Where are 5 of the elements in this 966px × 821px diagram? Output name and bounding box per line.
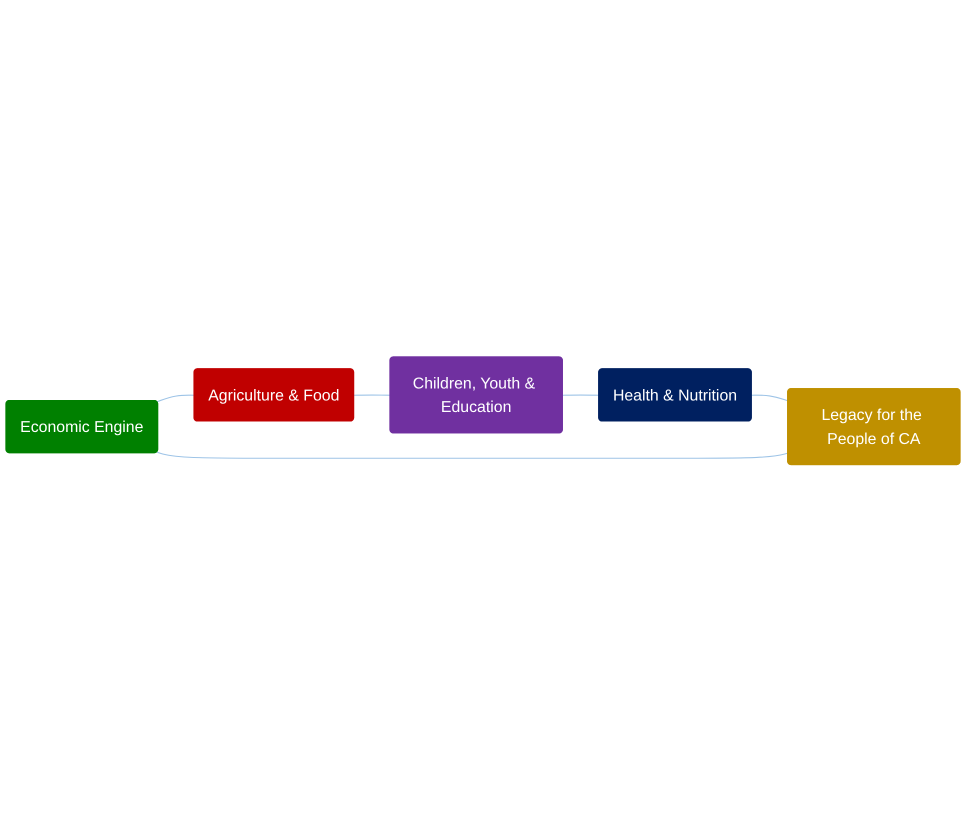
- connector: [562, 394, 599, 396]
- connector: [156, 451, 788, 459]
- connector: [752, 394, 788, 401]
- connector: [156, 394, 194, 402]
- connector: [354, 394, 390, 396]
